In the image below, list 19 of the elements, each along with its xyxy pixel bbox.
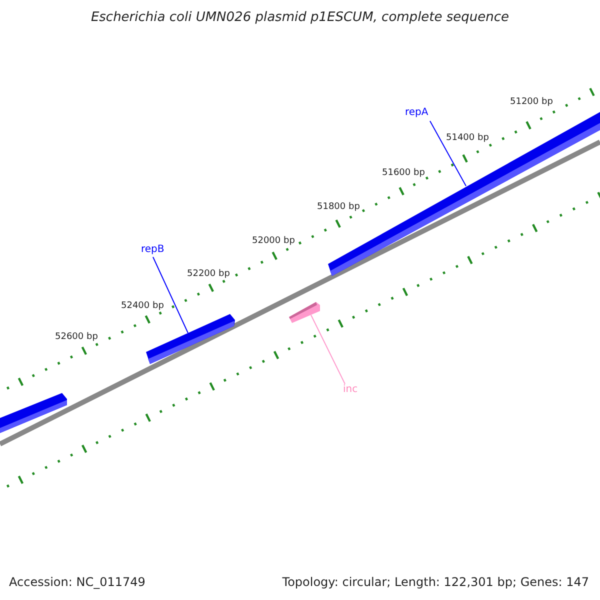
gene-label: repA xyxy=(405,108,428,118)
scale-label: 52000 bp xyxy=(252,237,295,246)
accession-text: Accession: NC_011749 xyxy=(9,576,146,588)
title: Escherichia coli UMN026 plasmid p1ESCUM, complete sequence xyxy=(90,11,510,24)
gene-arrow xyxy=(0,393,67,433)
summary-text: Topology: circular; Length: 122,301 bp; Genes: 147 xyxy=(282,576,589,588)
gene-arrow xyxy=(289,302,320,323)
gene-label: repB xyxy=(141,245,164,255)
leader-line xyxy=(310,314,346,384)
scale-label: 52600 bp xyxy=(55,333,98,342)
scale-label: 52400 bp xyxy=(121,302,164,311)
gene-arrow xyxy=(146,314,235,364)
leader-line xyxy=(152,256,188,334)
gene-label: inc xyxy=(343,385,358,395)
scale-label: 52200 bp xyxy=(187,270,230,279)
scale-label: 51600 bp xyxy=(382,169,425,178)
scale-label: 51800 bp xyxy=(317,203,360,212)
leader-line xyxy=(430,120,466,186)
scale-label: 51400 bp xyxy=(446,134,489,143)
